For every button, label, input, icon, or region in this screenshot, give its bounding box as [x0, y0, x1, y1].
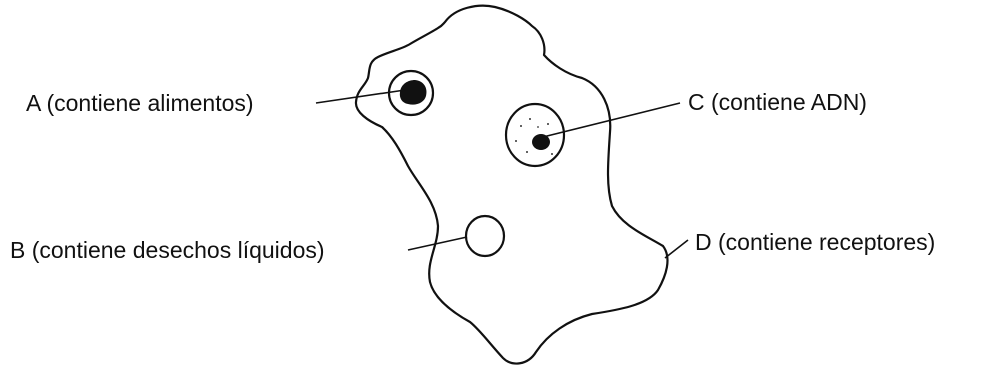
- cell-membrane: [356, 6, 668, 364]
- label-c: C (contiene ADN): [688, 89, 867, 115]
- leader-line-c: [543, 103, 680, 137]
- nucleus: [506, 104, 564, 166]
- contractile-vacuole: [466, 216, 504, 256]
- label-a: A (contiene alimentos): [26, 90, 254, 116]
- food-particle: [400, 80, 427, 105]
- label-b: B (contiene desechos líquidos): [10, 237, 325, 263]
- label-d: D (contiene receptores): [695, 229, 935, 255]
- leader-line-d: [665, 240, 688, 258]
